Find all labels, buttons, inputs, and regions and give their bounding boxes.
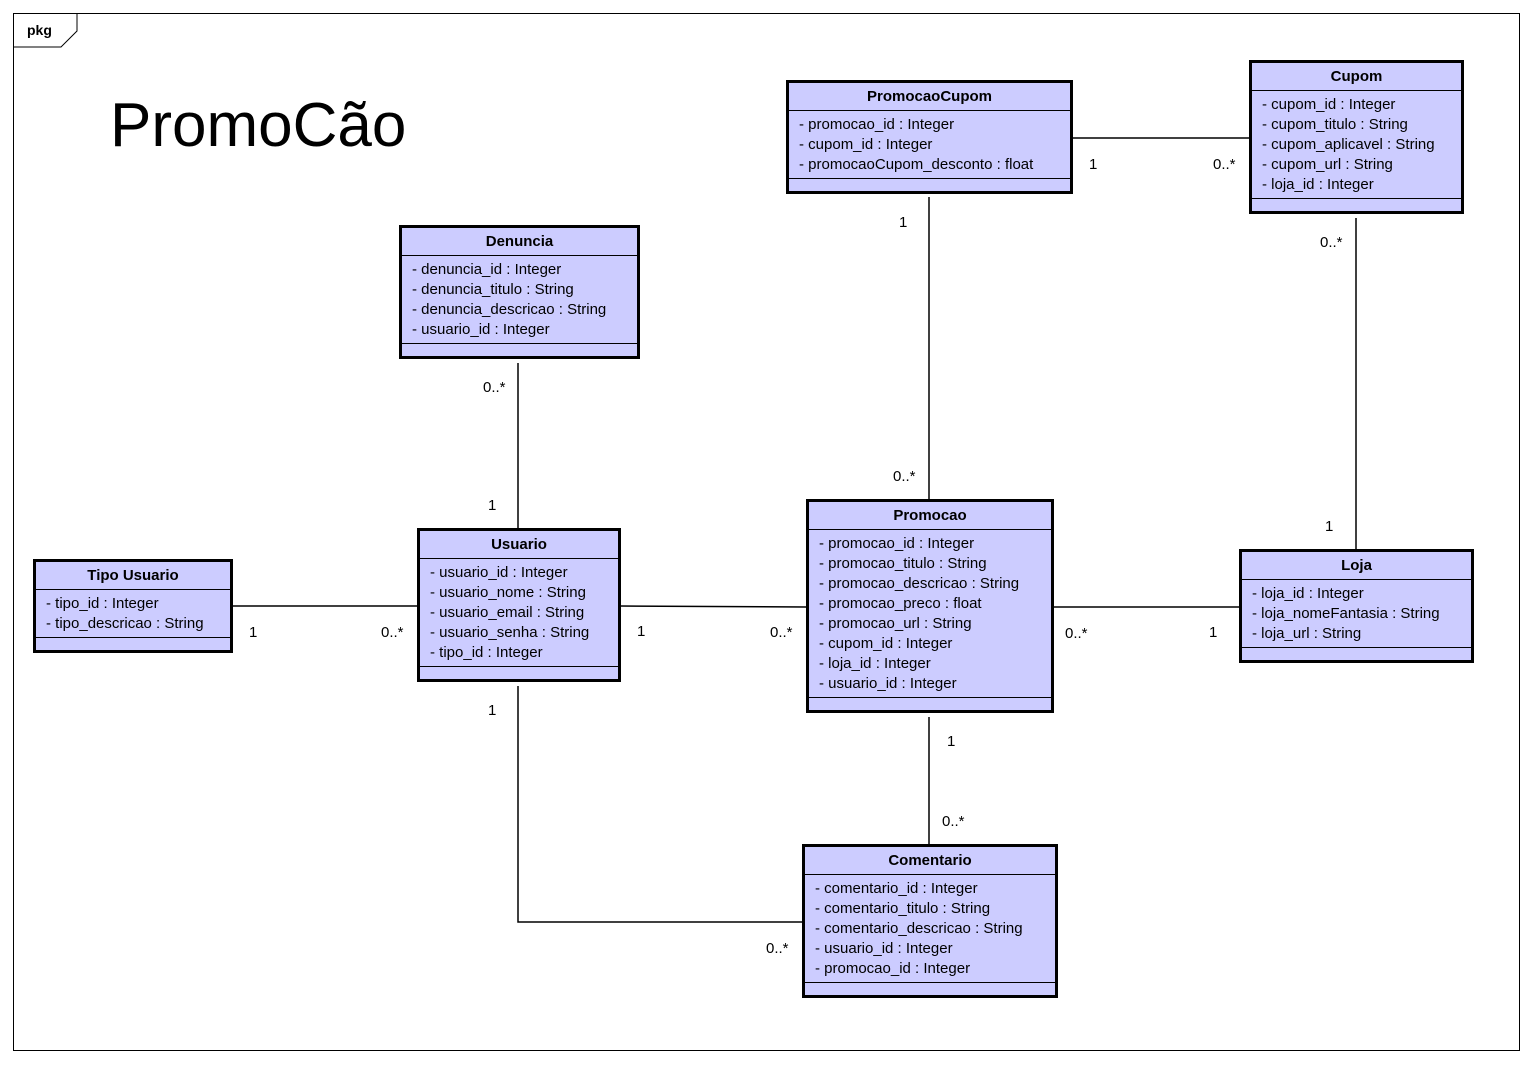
class-attributes: - usuario_id : Integer - usuario_nome : … [420, 559, 618, 667]
mult-tipousuario-usuario-to: 0..* [381, 624, 404, 641]
link-usuario-promocao [619, 605, 807, 608]
attribute: - promocao_descricao : String [819, 575, 1020, 592]
class-name: Usuario [420, 531, 618, 559]
mult-promocaocupom-cupom-to: 0..* [1213, 156, 1236, 173]
mult-promocao-loja-from: 0..* [1065, 625, 1088, 642]
class-name: Cupom [1252, 63, 1461, 91]
mult-denuncia-usuario-to: 1 [488, 497, 497, 514]
class-operations [420, 667, 618, 679]
mult-promocao-comentario-to: 0..* [942, 813, 965, 830]
class-comentario[interactable]: Comentario - comentario_id : Integer - c… [802, 844, 1058, 998]
attribute: - cupom_url : String [1262, 156, 1393, 173]
class-operations [402, 344, 637, 356]
class-attributes: - comentario_id : Integer - comentario_t… [805, 875, 1055, 983]
class-name: Denuncia [402, 228, 637, 256]
class-name: Loja [1242, 552, 1471, 580]
mult-cupom-loja-to: 1 [1325, 518, 1334, 535]
attribute: - usuario_id : Integer [819, 675, 957, 692]
mult-usuario-promocao-to: 0..* [770, 624, 793, 641]
mult-promocaocupom-promocao-to: 0..* [893, 468, 916, 485]
attribute: - promocao_id : Integer [819, 535, 975, 552]
mult-cupom-loja-from: 0..* [1320, 234, 1343, 251]
attribute: - loja_id : Integer [1252, 585, 1364, 602]
class-tipo-usuario[interactable]: Tipo Usuario - tipo_id : Integer - tipo_… [33, 559, 233, 653]
class-loja[interactable]: Loja - loja_id : Integer - loja_nomeFant… [1239, 549, 1474, 663]
class-denuncia[interactable]: Denuncia - denuncia_id : Integer - denun… [399, 225, 640, 359]
attribute: - usuario_nome : String [430, 584, 586, 601]
attribute: - promocaoCupom_desconto : float [799, 156, 1034, 173]
class-name: Comentario [805, 847, 1055, 875]
attribute: - tipo_id : Integer [46, 595, 159, 612]
mult-promocao-comentario-from: 1 [947, 733, 956, 750]
class-name: Promocao [809, 502, 1051, 530]
class-attributes: - loja_id : Integer - loja_nomeFantasia … [1242, 580, 1471, 648]
class-operations [1242, 648, 1471, 660]
link-usuario-comentario [517, 686, 802, 923]
mult-promocaocupom-promocao-from: 1 [899, 214, 908, 231]
attribute: - denuncia_descricao : String [412, 301, 607, 318]
attribute: - comentario_descricao : String [815, 920, 1023, 937]
package-frame [13, 13, 1520, 1051]
class-cupom[interactable]: Cupom - cupom_id : Integer - cupom_titul… [1249, 60, 1464, 214]
attribute: - usuario_senha : String [430, 624, 590, 641]
class-promocaocupom[interactable]: PromocaoCupom - promocao_id : Integer - … [786, 80, 1073, 194]
class-attributes: - cupom_id : Integer - cupom_titulo : St… [1252, 91, 1461, 199]
attribute: - loja_nomeFantasia : String [1252, 605, 1440, 622]
class-usuario[interactable]: Usuario - usuario_id : Integer - usuario… [417, 528, 621, 682]
mult-tipousuario-usuario-from: 1 [249, 624, 258, 641]
attribute: - cupom_id : Integer [819, 635, 953, 652]
attribute: - cupom_titulo : String [1262, 116, 1408, 133]
attribute: - usuario_email : String [430, 604, 585, 621]
attribute: - denuncia_id : Integer [412, 261, 562, 278]
mult-promocaocupom-cupom-from: 1 [1089, 156, 1098, 173]
attribute: - comentario_id : Integer [815, 880, 978, 897]
attribute: - tipo_id : Integer [430, 644, 543, 661]
class-operations [789, 179, 1070, 191]
mult-usuario-promocao-from: 1 [637, 623, 646, 640]
mult-promocao-loja-to: 1 [1209, 624, 1218, 641]
attribute: - usuario_id : Integer [430, 564, 568, 581]
class-operations [36, 638, 230, 650]
mult-denuncia-usuario-from: 0..* [483, 379, 506, 396]
attribute: - usuario_id : Integer [412, 321, 550, 338]
attribute: - cupom_id : Integer [799, 136, 933, 153]
class-operations [1252, 199, 1461, 211]
attribute: - promocao_id : Integer [799, 116, 955, 133]
attribute: - cupom_aplicavel : String [1262, 136, 1435, 153]
attribute: - loja_url : String [1252, 625, 1362, 642]
attribute: - loja_id : Integer [1262, 176, 1374, 193]
package-tab [14, 14, 78, 48]
class-attributes: - denuncia_id : Integer - denuncia_titul… [402, 256, 637, 344]
diagram-title: PromoCão [110, 91, 407, 160]
mult-usuario-comentario-from: 1 [488, 702, 497, 719]
attribute: - promocao_titulo : String [819, 555, 987, 572]
attribute: - denuncia_titulo : String [412, 281, 574, 298]
class-attributes: - tipo_id : Integer - tipo_descricao : S… [36, 590, 230, 638]
package-tab-label: pkg [27, 22, 52, 38]
attribute: - comentario_titulo : String [815, 900, 991, 917]
class-name: PromocaoCupom [789, 83, 1070, 111]
class-attributes: - promocao_id : Integer - cupom_id : Int… [789, 111, 1070, 179]
class-name: Tipo Usuario [36, 562, 230, 590]
class-operations [805, 983, 1055, 995]
attribute: - promocao_id : Integer [815, 960, 971, 977]
attribute: - promocao_preco : float [819, 595, 982, 612]
class-promocao[interactable]: Promocao - promocao_id : Integer - promo… [806, 499, 1054, 713]
class-attributes: - promocao_id : Integer - promocao_titul… [809, 530, 1051, 698]
class-operations [809, 698, 1051, 710]
attribute: - tipo_descricao : String [46, 615, 204, 632]
attribute: - usuario_id : Integer [815, 940, 953, 957]
attribute: - loja_id : Integer [819, 655, 931, 672]
mult-usuario-comentario-to: 0..* [766, 940, 789, 957]
attribute: - promocao_url : String [819, 615, 972, 632]
attribute: - cupom_id : Integer [1262, 96, 1396, 113]
